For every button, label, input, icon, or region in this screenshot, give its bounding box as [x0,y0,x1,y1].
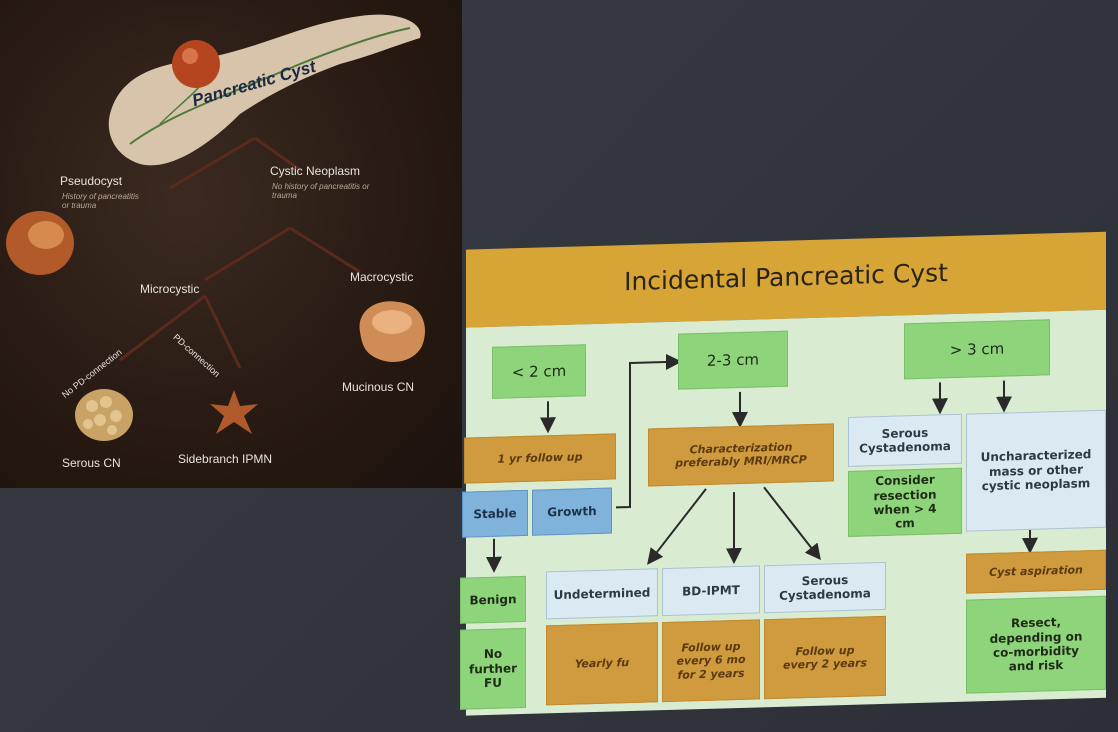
benign-box: Benign [460,575,526,624]
pseudocyst-illustration [6,211,74,275]
pancreas-illustration [108,14,421,166]
size-large-box: > 3 cm [904,319,1050,380]
size-small-box: < 2 cm [492,344,586,399]
cystic-neoplasm-label: Cystic Neoplasm [270,164,361,178]
yearly-fu-box: Yearly fu [546,622,658,706]
growth-box: Growth [532,487,612,536]
serous-cn-label: Serous CN [62,456,121,470]
macrocystic-label: Macrocystic [350,270,414,284]
mucinous-cn-label: Mucinous CN [342,380,415,394]
cyst-aspiration-box: Cyst aspiration [966,549,1106,594]
cystic-neoplasm-note: No history of pancreatitis or trauma [272,182,370,200]
follow-up-6mo-box: Follow up every 6 mo for 2 years [662,619,760,703]
follow-up-2yr-box: Follow up every 2 years [764,615,886,700]
pancreatic-cyst-slide: Pancreatic Cyst Pseudocyst History of pa… [0,0,462,488]
characterization-box: Characterization preferably MRI/MRCP [648,423,834,487]
undetermined-box: Undetermined [546,568,658,620]
sidebranch-ipmn-label: Sidebranch IPMN [178,452,273,466]
flowchart-slide: Incidental Pancreatic Cyst < 2 cm 2-3 cm… [452,225,1118,718]
size-mid-box: 2-3 cm [678,330,788,390]
consider-resection-box: Consider resection when > 4 cm [848,467,962,537]
no-further-fu-box: No further FU [460,627,526,710]
microcystic-label: Microcystic [140,282,200,296]
follow-up-1yr-box: 1 yr follow up [464,433,616,484]
mucinous-cn-illustration [359,301,425,362]
serous-cystadenoma-mid-box: Serous Cystadenoma [764,561,886,614]
pseudocyst-note: History of pancreatitis or trauma [62,192,139,210]
flowchart-arrows [486,354,1038,573]
uncharacterized-box: Uncharacterized mass or other cystic neo… [966,409,1106,532]
resect-box: Resect, depending on co-morbidity and ri… [966,595,1106,694]
serous-cn-illustration [75,389,133,441]
pseudocyst-label: Pseudocyst [60,174,123,188]
serous-cystadenoma-large-box: Serous Cystadenoma [848,413,962,467]
sidebranch-ipmn-illustration [210,390,258,434]
stable-box: Stable [462,489,528,538]
bd-ipmt-box: BD-IPMT [662,565,760,617]
branch-lines [119,136,361,369]
